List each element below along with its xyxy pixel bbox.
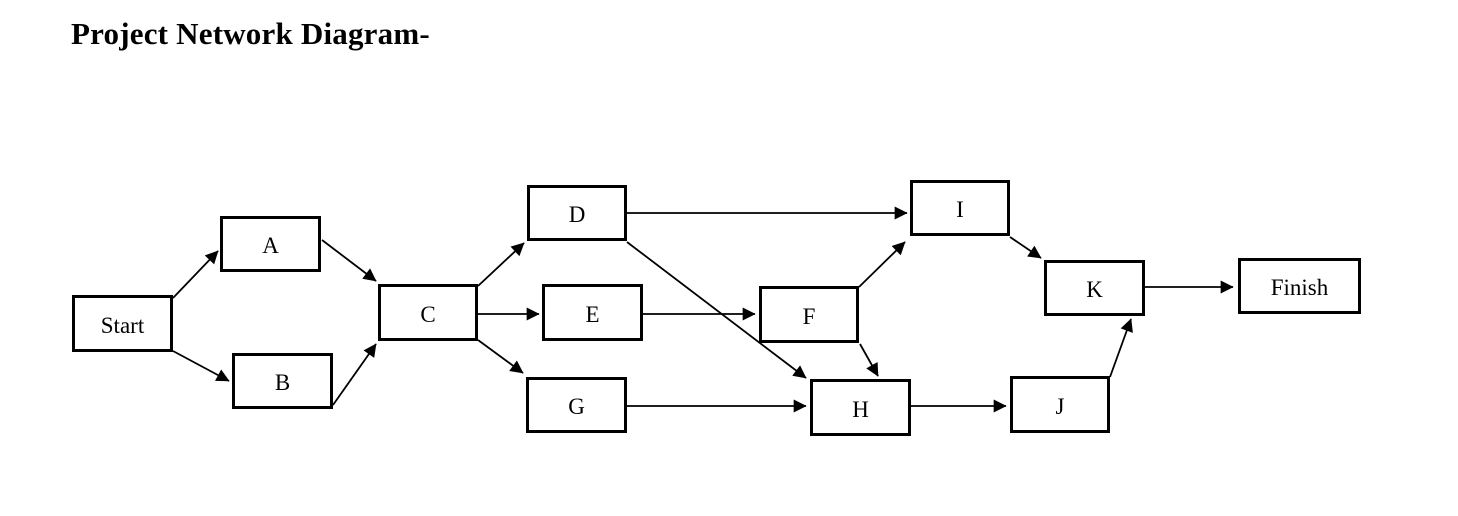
node-h: H — [810, 379, 911, 436]
node-label: E — [585, 301, 600, 327]
node-a: A — [220, 216, 321, 272]
node-j: J — [1010, 376, 1110, 433]
page-title: Project Network Diagram- — [71, 16, 430, 51]
node-g: G — [526, 377, 627, 433]
edge-b-to-c — [332, 343, 377, 406]
edge-j-to-k — [1109, 318, 1133, 378]
node-label: B — [274, 370, 291, 395]
node-label: F — [802, 303, 816, 329]
node-start: Start — [72, 295, 173, 352]
node-c: C — [378, 284, 478, 341]
node-label: A — [262, 233, 279, 258]
edge-f-to-h — [859, 343, 879, 377]
node-label: K — [1086, 277, 1103, 302]
edge-f-to-i — [858, 241, 906, 288]
node-k: K — [1044, 260, 1145, 316]
edge-start-to-a — [172, 250, 219, 299]
node-f: F — [759, 286, 859, 343]
node-d: D — [527, 185, 627, 241]
edge-a-to-c — [321, 239, 377, 282]
edge-c-to-d — [477, 242, 525, 287]
node-label: J — [1055, 393, 1065, 419]
node-label: Finish — [1270, 275, 1329, 300]
edge-i-to-k — [1009, 236, 1042, 259]
edge-d-to-h — [626, 241, 807, 379]
node-label: D — [568, 202, 586, 227]
node-label: G — [568, 394, 585, 419]
node-b: B — [232, 353, 333, 409]
node-label: I — [956, 197, 964, 222]
edge-start-to-b — [172, 350, 230, 382]
node-label: H — [852, 396, 869, 422]
node-label: C — [420, 301, 436, 327]
node-i: I — [910, 180, 1010, 236]
node-label: Start — [100, 312, 145, 338]
node-finish: Finish — [1238, 258, 1361, 314]
edge-c-to-g — [477, 339, 524, 374]
node-e: E — [542, 284, 643, 341]
